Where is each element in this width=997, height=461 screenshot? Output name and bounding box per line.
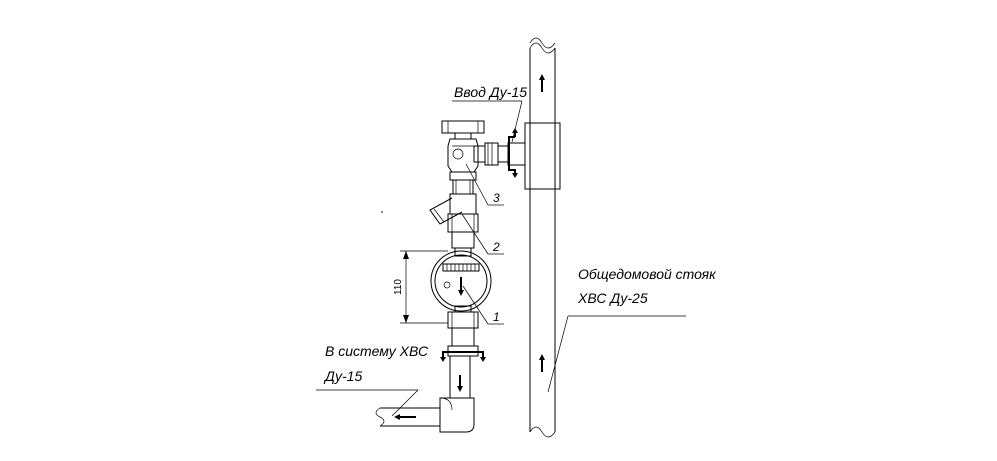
- dimension-value: 110: [393, 279, 404, 295]
- riser-flow-arrow-bottom-icon: [539, 354, 545, 372]
- riser-label-line2: ХВС Ду-25: [577, 290, 648, 306]
- outlet-pipe: [375, 356, 475, 433]
- strainer-filter: [429, 193, 479, 249]
- outlet-label-line1: В систему ХВС: [325, 343, 429, 359]
- callout-3-number: 3: [493, 191, 500, 205]
- stray-dot: [381, 211, 383, 213]
- dimension-meter-length: 110: [393, 250, 448, 324]
- outlet-label-line2: Ду-15: [323, 368, 362, 384]
- water-meter: [430, 247, 492, 313]
- inlet-label-group: Ввод Ду-15: [452, 84, 527, 143]
- riser-label-group: Общедомовой стояк ХВС Ду-25: [547, 266, 717, 393]
- callout-2: 2: [461, 213, 504, 255]
- inlet-label: Ввод Ду-15: [454, 84, 527, 100]
- callout-1: 1: [462, 285, 504, 325]
- inlet-branch: [473, 128, 526, 178]
- meter-flow-arrow-icon: [458, 277, 464, 296]
- outlet-coupling: [440, 311, 486, 362]
- riser-label-line1: Общедомовой стояк: [578, 266, 717, 282]
- riser-flow-arrow-top-icon: [539, 74, 545, 92]
- callout-2-number: 2: [492, 240, 500, 254]
- callout-3: 3: [465, 163, 504, 206]
- callout-1-number: 1: [493, 310, 500, 324]
- outlet-label-group: В систему ХВС Ду-15: [316, 343, 429, 417]
- ball-valve: [441, 120, 485, 195]
- riser-pipe: [529, 37, 556, 438]
